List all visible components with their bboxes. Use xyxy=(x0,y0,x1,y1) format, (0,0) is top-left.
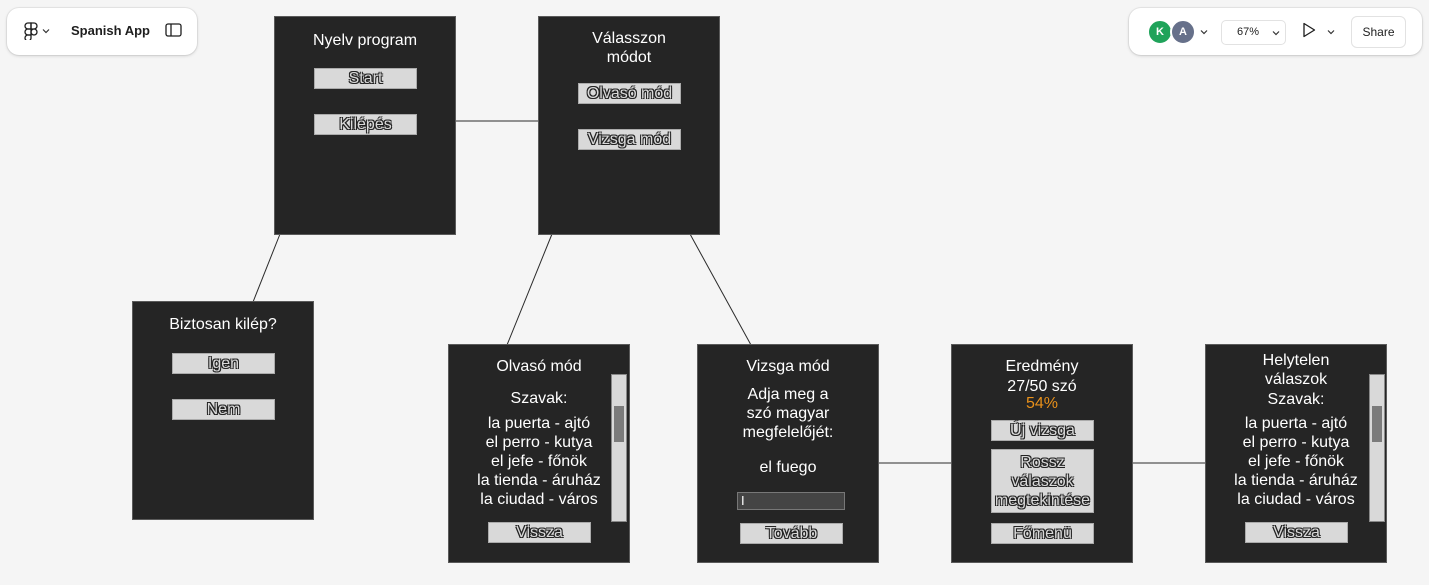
avatar[interactable]: A xyxy=(1170,19,1196,45)
avatar[interactable]: K xyxy=(1147,19,1173,45)
frame-wrong-answers[interactable]: Helytelen válaszok Szavak: la puerta - a… xyxy=(1205,344,1387,563)
word-item: la ciudad - város xyxy=(480,491,598,508)
frame-title: Biztosan kilép? xyxy=(169,316,277,333)
word-item: el jefe - főnök xyxy=(1247,453,1345,470)
back-button[interactable]: Vissza xyxy=(1245,522,1348,543)
scrollbar-thumb[interactable] xyxy=(614,406,624,442)
frame-title: Helytelen válaszok xyxy=(1262,352,1330,388)
words-heading: Szavak: xyxy=(1267,391,1325,408)
frame-confirm-exit[interactable]: Biztosan kilép? Igen Nem xyxy=(132,301,314,520)
zoom-value: 67% xyxy=(1237,26,1260,38)
exam-mode-button[interactable]: Vizsga mód xyxy=(578,129,681,150)
view-wrong-answers-button[interactable]: Rossz válaszok megtekintése xyxy=(991,449,1094,513)
word-item: la puerta - ajtó xyxy=(487,415,591,432)
chevron-down-icon xyxy=(42,29,50,34)
word-item: la tienda - áruház xyxy=(1234,472,1358,489)
scrollbar-thumb[interactable] xyxy=(1372,406,1382,442)
frame-title: Válasszon módot xyxy=(592,30,666,66)
main-menu-button[interactable]: Főmenü xyxy=(991,523,1094,544)
present-button[interactable] xyxy=(1301,22,1317,43)
frame-exam-mode[interactable]: Vizsga mód Adja meg a szó magyar megfele… xyxy=(697,344,879,563)
next-button[interactable]: Tovább xyxy=(740,523,843,544)
connector-mode-to-reader xyxy=(506,233,553,346)
exit-button[interactable]: Kilépés xyxy=(314,114,417,135)
figma-logo-icon xyxy=(24,22,38,40)
no-button[interactable]: Nem xyxy=(172,399,275,420)
new-exam-button[interactable]: Új vizsga xyxy=(991,420,1094,441)
word-item: la tienda - áruház xyxy=(477,472,601,489)
start-button[interactable]: Start xyxy=(314,68,417,89)
frame-title: Vizsga mód xyxy=(746,358,830,375)
word-item: la ciudad - város xyxy=(1237,491,1355,508)
word-item: la puerta - ajtó xyxy=(1244,415,1348,432)
connector-main-to-confirm xyxy=(252,233,281,303)
chevron-down-icon xyxy=(1272,31,1280,36)
word-item: el perro - kutya xyxy=(485,434,593,451)
frame-mode-select[interactable]: Válasszon módot Olvasó mód Vizsga mód xyxy=(538,16,720,235)
share-button[interactable]: Share xyxy=(1351,16,1406,48)
zoom-dropdown[interactable]: 67% xyxy=(1221,20,1286,45)
sidebar-toggle-icon xyxy=(165,23,182,37)
file-toolbar: Spanish App xyxy=(7,8,197,55)
frame-reader-mode[interactable]: Olvasó mód Szavak: la puerta - ajtó el p… xyxy=(448,344,630,563)
chevron-down-icon[interactable] xyxy=(1200,29,1208,35)
file-name[interactable]: Spanish App xyxy=(71,23,150,38)
connector-mode-to-exam xyxy=(689,233,752,346)
frame-main-menu[interactable]: Nyelv program Start Kilépés xyxy=(274,16,456,235)
back-button[interactable]: Vissza xyxy=(488,522,591,543)
word-list-scrollbar[interactable] xyxy=(611,374,627,522)
share-toolbar: K A 67% Share xyxy=(1129,8,1422,55)
words-heading: Szavak: xyxy=(510,390,568,407)
yes-button[interactable]: Igen xyxy=(172,353,275,374)
exam-prompt: Adja meg a szó magyar megfelelőjét: xyxy=(742,386,834,441)
chevron-down-icon[interactable] xyxy=(1327,29,1335,35)
frame-title: Olvasó mód xyxy=(496,358,582,375)
word-list-scrollbar[interactable] xyxy=(1369,374,1385,522)
answer-input[interactable]: I xyxy=(737,492,845,510)
frame-title: Eredmény xyxy=(1005,358,1079,375)
sidebar-toggle-button[interactable] xyxy=(165,23,182,42)
main-menu-trigger[interactable] xyxy=(24,22,50,40)
frame-title: Nyelv program xyxy=(312,32,418,49)
reader-mode-button[interactable]: Olvasó mód xyxy=(578,83,681,104)
exam-word: el fuego xyxy=(759,459,817,476)
play-icon xyxy=(1303,22,1316,38)
score-text: 27/50 szó xyxy=(1007,378,1077,395)
word-item: el jefe - főnök xyxy=(490,453,588,470)
score-percent: 54% xyxy=(1025,395,1059,412)
word-item: el perro - kutya xyxy=(1242,434,1350,451)
frame-result[interactable]: Eredmény 27/50 szó 54% Új vizsga Rossz v… xyxy=(951,344,1133,563)
